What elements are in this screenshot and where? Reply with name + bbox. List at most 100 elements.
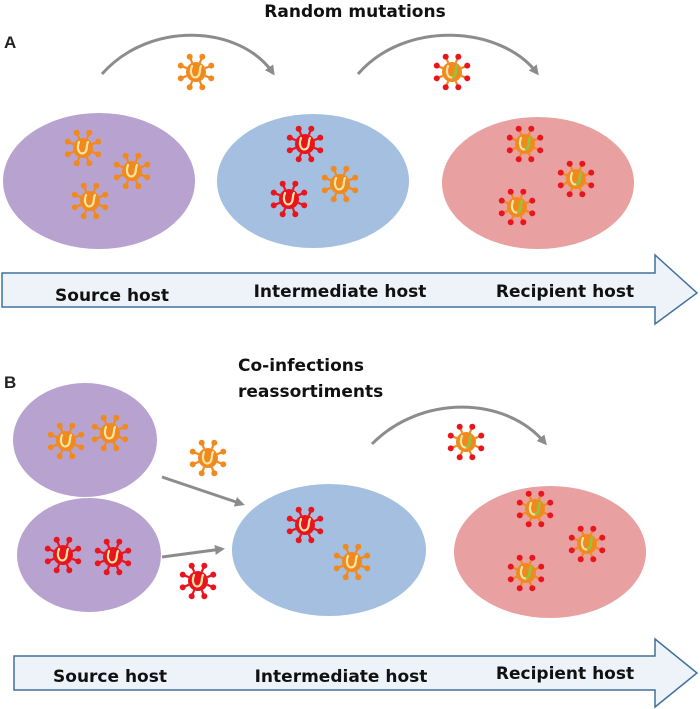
virus-spike-tip (321, 174, 328, 181)
virus-spike-tip (220, 448, 227, 455)
virus-spike-tip (520, 188, 527, 195)
virus-red-variant (44, 536, 82, 574)
virus-spike-tip (498, 197, 505, 204)
virus-spike-tip (301, 189, 308, 196)
virus-spike-tip (447, 432, 454, 439)
virus-spike-tip (53, 536, 60, 543)
virus-capsid (342, 552, 362, 572)
virus-red-variant (270, 180, 308, 218)
virus-spike-tip (590, 525, 597, 532)
virus-original (64, 129, 102, 167)
virus-spike-tip (516, 554, 523, 561)
virus-spike-tip (364, 552, 371, 559)
virus-spike-tip (301, 202, 308, 209)
virus-spike-tip (113, 174, 120, 181)
virus-spike-tip (113, 161, 120, 168)
virus-mutated (506, 125, 544, 163)
recipient-host-ellipse (454, 486, 646, 618)
virus-spike-tip (342, 574, 349, 581)
virus-spike-tip (86, 160, 93, 167)
virus-spike-tip (529, 585, 536, 592)
virus-spike-tip (122, 152, 129, 159)
virus-spike-tip (44, 545, 51, 552)
virus-spike-tip (317, 515, 324, 522)
virus-spike-tip (69, 453, 76, 460)
virus-spike-tip (113, 414, 120, 421)
virus-spike-tip (317, 528, 324, 535)
virus-spike-tip (516, 499, 523, 506)
virus-spike-tip (352, 187, 359, 194)
virus-spike-tip (577, 556, 584, 563)
virus-spike-tip (113, 445, 120, 452)
virus-rna-strand (201, 450, 215, 465)
transmission-curve-arrow-2 (356, 33, 539, 76)
virus-spike-tip (69, 422, 76, 429)
arrow-b-label-recipient: Recipient host (496, 664, 634, 684)
virus-spike-tip (201, 562, 208, 569)
virus-capsid (507, 197, 527, 217)
virus-spike-tip (286, 134, 293, 141)
virus-mutated-rna-segment (516, 199, 524, 214)
virus-spike-tip (177, 75, 184, 82)
coinfection-arrow-top (161, 475, 245, 507)
arrow-a-label-recipient: Recipient host (496, 282, 634, 302)
virus-spike-tip (122, 436, 129, 443)
virus-spike-tip (122, 423, 129, 430)
virus-spike-tip (588, 169, 595, 176)
virus-spike-tip (343, 196, 350, 203)
virus-capsid (73, 138, 93, 158)
virus-original (333, 543, 371, 581)
virus-spike-tip (73, 129, 80, 136)
virus-spike-tip (186, 53, 193, 60)
virus-capsid (525, 499, 545, 519)
virus-spike-tip (507, 188, 514, 195)
virus-spike-tip (199, 84, 206, 91)
arrow-a-label-intermediate: Intermediate host (254, 282, 427, 302)
virus-spike-tip (547, 499, 554, 506)
virus-spike-tip (455, 53, 462, 60)
virus-in-transit-original (189, 439, 227, 477)
source-host-ellipse-1 (13, 383, 157, 497)
virus-capsid (577, 534, 597, 554)
virus-in-transit-reassortant (447, 423, 485, 461)
virus-reassortant (516, 490, 554, 528)
panel-b: B Co-infections reassortiments Source ho… (4, 356, 699, 709)
virus-spike-tip (321, 187, 328, 194)
virus-spike-tip (286, 528, 293, 535)
panel-a: A Random mutations Source host Intermedi… (1, 2, 699, 326)
virus-capsid (515, 134, 535, 154)
virus-spike-tip (116, 569, 123, 576)
virus-spike-tip (342, 543, 349, 550)
virus-spike-tip (566, 160, 573, 167)
virus-spike-tip (515, 156, 522, 163)
virus-mutated-rna-segment (534, 501, 542, 516)
virus-spike-tip (529, 554, 536, 561)
virus-spike-tip (547, 512, 554, 519)
virus-capsid (53, 545, 73, 565)
virus-spike-tip (333, 565, 340, 572)
virus-spike-tip (286, 147, 293, 154)
virus-capsid (566, 169, 586, 189)
virus-spike-tip (75, 545, 82, 552)
transmission-curve-arrow-1 (100, 33, 275, 76)
virus-spike-tip (577, 525, 584, 532)
virus-rna-strand (106, 549, 120, 564)
virus-spike-tip (95, 151, 102, 158)
virus-spike-tip (538, 576, 545, 583)
virus-rna-strand (83, 193, 97, 208)
virus-spike-tip (91, 436, 98, 443)
virus-spike-tip (125, 547, 132, 554)
virus-rna-strand (56, 547, 70, 562)
virus-spike-tip (506, 134, 513, 141)
virus-spike-tip (308, 537, 315, 544)
virus-capsid (295, 515, 315, 535)
virus-capsid (122, 161, 142, 181)
virus-spike-tip (208, 62, 215, 69)
virus-spike-tip (456, 454, 463, 461)
virus-spike-tip (93, 182, 100, 189)
virus-spike-tip (71, 191, 78, 198)
virus-spike-tip (122, 183, 129, 190)
virus-spike-tip (279, 211, 286, 218)
virus-spike-tip (525, 521, 532, 528)
virus-capsid (188, 571, 208, 591)
